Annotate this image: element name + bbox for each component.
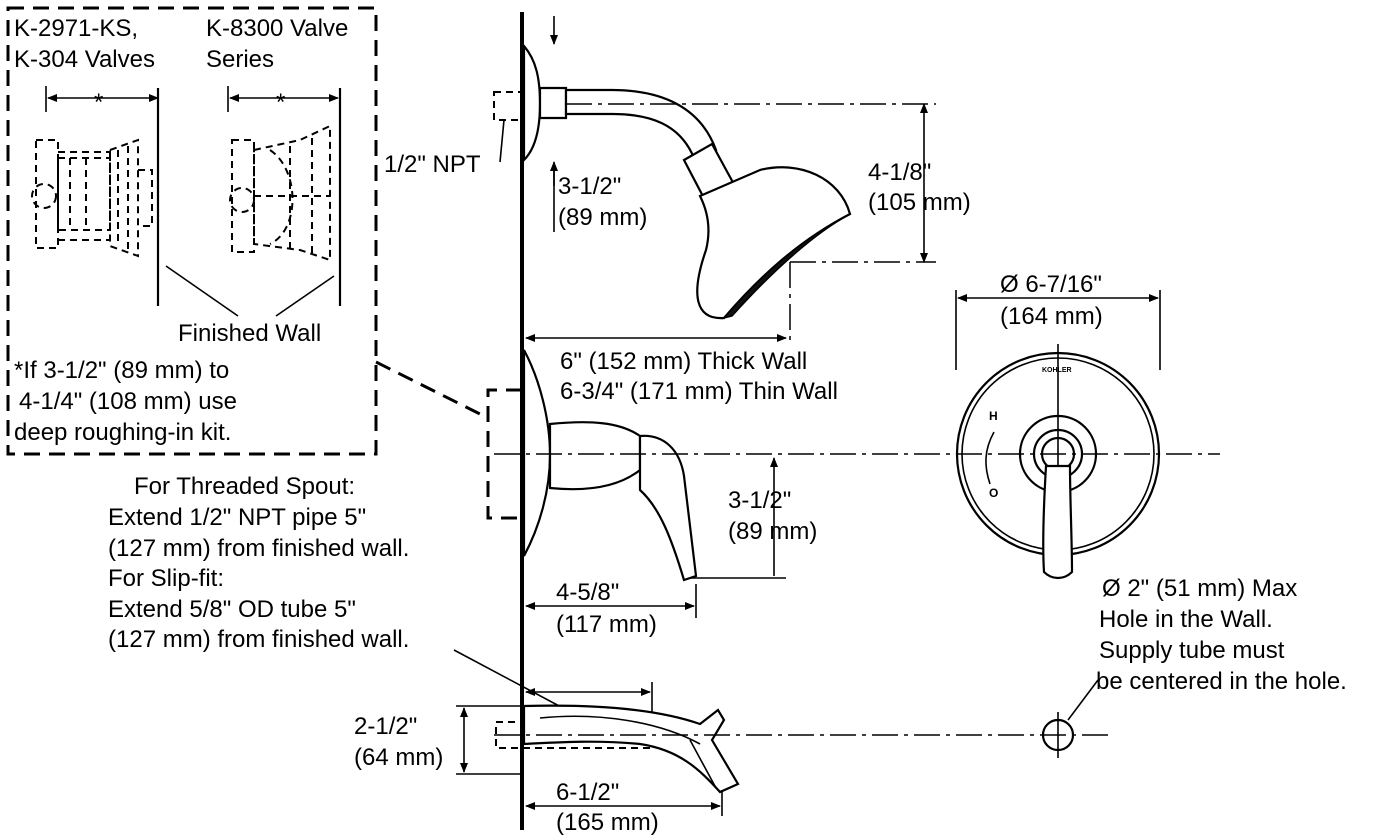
shower-head-assembly: 4-1/8" (105 mm) 3-1/2" (89 mm) 1/2" NPT …	[384, 16, 971, 405]
spout-body	[522, 704, 740, 794]
spout-note-line-6: (127 mm) from finished wall.	[108, 626, 409, 653]
valve-a-star: *	[94, 89, 103, 116]
npt-label: 1/2" NPT	[384, 151, 481, 178]
valve-lever	[638, 434, 698, 582]
head-drop-label-1: 4-1/8"	[868, 159, 931, 186]
arm-drop-label-2: (89 mm)	[558, 204, 647, 231]
spout-note-line-5: Extend 5/8" OD tube 5"	[108, 596, 356, 623]
npt-pipe-stub	[493, 91, 523, 121]
hole-note-line-1: Ø 2" (51 mm) Max	[1102, 575, 1297, 602]
valve-projection-label-1: 4-5/8"	[556, 579, 619, 606]
shower-arm	[564, 88, 718, 160]
hole-note-line-2: Hole in the Wall.	[1099, 606, 1273, 633]
shower-head-face	[721, 213, 851, 320]
hole-note-line-3: Supply tube must	[1099, 637, 1285, 664]
trim-hot-mark: H	[989, 409, 998, 423]
spout-note-line-4: For Slip-fit:	[108, 565, 224, 592]
valve-a-body-drawing	[31, 138, 153, 258]
inset-note-line-1: *If 3-1/2" (89 mm) to	[14, 357, 229, 384]
hole-note: Ø 2" (51 mm) Max Hole in the Wall. Suppl…	[1096, 575, 1347, 695]
valve-a-label-line-2: K-304 Valves	[14, 46, 155, 73]
inset-dashed-frame	[6, 6, 378, 456]
spout-highlight	[539, 715, 717, 789]
inset-note-line-2: 4-1/4" (108 mm) use	[19, 388, 237, 415]
valve-projection-label-2: (117 mm)	[556, 611, 657, 638]
trim-plate-front: Ø 6-7/16" (164 mm) KOHLER H O	[955, 271, 1161, 580]
tub-spout: 2-1/2" (64 mm) 6-1/2" (165 mm)	[354, 682, 1110, 835]
spout-note-line-3: (127 mm) from finished wall.	[108, 535, 409, 562]
spout-length-label-2: (165 mm)	[556, 809, 659, 835]
finished-wall-leader-a	[165, 265, 239, 317]
finished-wall-label: Finished Wall	[178, 320, 321, 347]
trim-diameter-label-1: Ø 6-7/16"	[1000, 271, 1102, 298]
shower-arm-flange	[522, 43, 542, 163]
head-drop-label-2: (105 mm)	[868, 189, 971, 216]
spout-note-line-1: For Threaded Spout:	[134, 473, 355, 500]
head-projection-label-2: 6-3/4" (171 mm) Thin Wall	[560, 378, 838, 405]
inset-note-line-3: deep roughing-in kit.	[14, 419, 231, 446]
spout-length-label-1: 6-1/2"	[556, 779, 619, 806]
valve-a-label-line-1: K-2971-KS,	[14, 15, 138, 42]
valve-b-label-line-1: K-8300 Valve	[206, 15, 348, 42]
valve-b-label-line-2: Series	[206, 46, 274, 73]
spout-height-label-1: 2-1/2"	[354, 713, 417, 740]
flange-collar	[538, 86, 568, 120]
valve-handle-hub	[548, 421, 642, 491]
head-projection-label-1: 6" (152 mm) Thick Wall	[560, 348, 807, 375]
spout-height-label-2: (64 mm)	[354, 744, 443, 771]
valve-height-label-2: (89 mm)	[728, 518, 817, 545]
valve-escutcheon-side	[522, 349, 552, 557]
trim-diameter-label-2: (164 mm)	[1000, 303, 1103, 330]
trim-lever-front	[1042, 464, 1074, 580]
spout-note-line-2: Extend 1/2" NPT pipe 5"	[108, 504, 366, 531]
hole-note-leader	[1067, 679, 1099, 721]
inset-callout-line	[375, 360, 489, 420]
hole-note-line-4: be centered in the hole.	[1096, 668, 1347, 695]
shower-head-body	[696, 166, 852, 320]
valve-detail-bracket	[486, 388, 522, 520]
trim-temperature-arc	[985, 431, 995, 485]
npt-leader	[499, 119, 505, 163]
wall-hole-symbol	[1041, 679, 1099, 758]
trim-brand-logo: KOHLER	[1042, 367, 1072, 374]
valve-height-label-1: 3-1/2"	[728, 487, 791, 514]
valve-inset: K-2971-KS, K-304 Valves K-8300 Valve Ser…	[6, 6, 378, 456]
spout-note: For Threaded Spout: Extend 1/2" NPT pipe…	[108, 473, 579, 717]
valve-trim-side: 3-1/2" (89 mm) 4-5/8" (117 mm)	[494, 349, 1220, 638]
valve-b-body-drawing	[229, 124, 331, 262]
valve-b-star: *	[276, 89, 285, 116]
arm-drop-label-1: 3-1/2"	[558, 173, 621, 200]
finished-wall-leader-b	[275, 275, 335, 317]
trim-cold-mark: O	[989, 486, 998, 500]
